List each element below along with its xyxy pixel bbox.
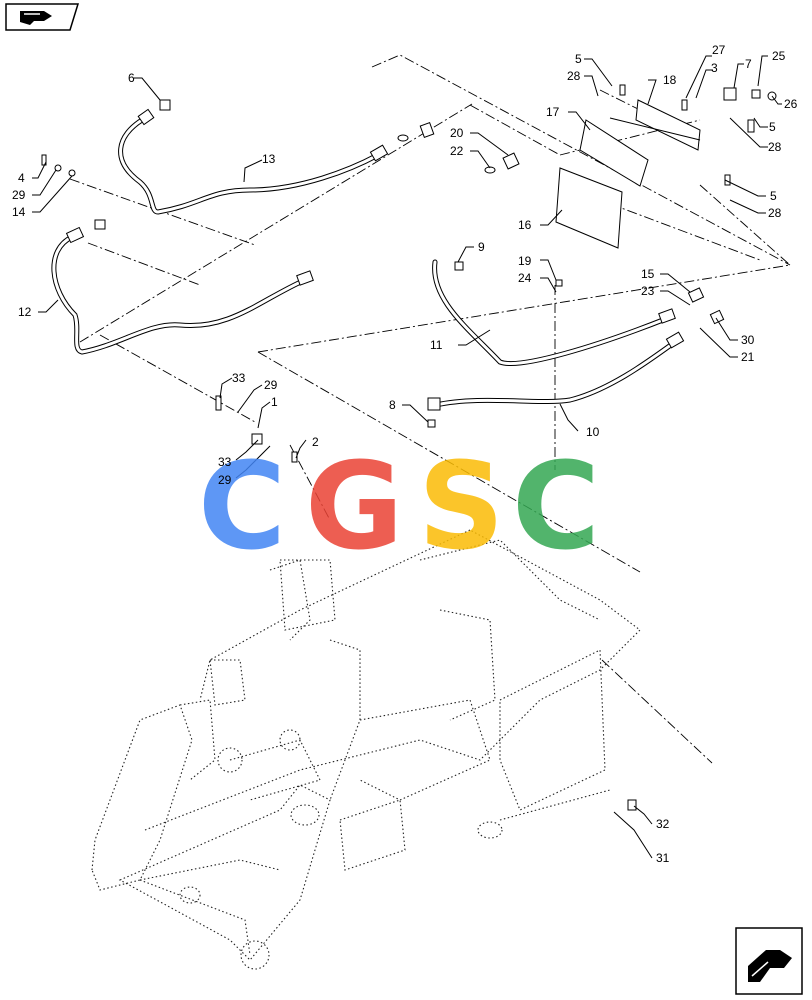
callout-20: 20 [450, 126, 464, 140]
callout-19: 19 [518, 254, 532, 268]
callout-9: 9 [478, 240, 485, 254]
callout-28: 28 [567, 69, 581, 83]
callout-17: 17 [546, 105, 560, 119]
callout-25: 25 [772, 49, 786, 63]
callout-32: 32 [656, 817, 670, 831]
callout-13: 13 [262, 152, 276, 166]
callout-4: 4 [18, 171, 25, 185]
callout-labels: 1 2 3 4 5 5 5 6 7 8 9 10 11 12 13 14 15 … [12, 43, 798, 865]
watermark-letter-c2: C [512, 438, 600, 577]
callout-2: 2 [312, 435, 319, 449]
callout-5: 5 [769, 120, 776, 134]
watermark-letter-g: G [305, 438, 404, 577]
watermark-letter-c1: C [198, 438, 286, 577]
callout-10: 10 [586, 425, 600, 439]
hose-11 [432, 259, 676, 366]
callout-31: 31 [656, 851, 670, 865]
callout-5: 5 [770, 189, 777, 203]
callout-18: 18 [663, 73, 677, 87]
callout-28: 28 [768, 206, 782, 220]
callout-29: 29 [264, 378, 278, 392]
callout-26: 26 [784, 97, 798, 111]
leader-lines [32, 55, 782, 859]
callout-3: 3 [711, 61, 718, 75]
hose-10 [427, 331, 685, 411]
callout-8: 8 [389, 398, 396, 412]
callout-14: 14 [12, 205, 26, 219]
callout-23: 23 [641, 284, 655, 298]
next-page-button[interactable] [735, 927, 803, 995]
hose-12 [51, 219, 314, 355]
callout-16: 16 [518, 218, 532, 232]
callout-29: 29 [12, 188, 26, 202]
plate-16 [555, 167, 623, 249]
callout-21: 21 [741, 350, 755, 364]
watermark-letter-s: S [418, 438, 504, 577]
fittings [41, 84, 777, 811]
hose-13 [118, 99, 389, 215]
callout-27: 27 [712, 43, 726, 57]
callout-7: 7 [745, 57, 752, 71]
callout-11: 11 [430, 338, 443, 352]
callout-33: 33 [218, 455, 232, 469]
hand-pointer-icon [20, 11, 52, 25]
callout-5: 5 [575, 52, 582, 66]
callout-1: 1 [271, 395, 278, 409]
callout-33: 33 [232, 371, 246, 385]
hand-pointer-icon [748, 950, 792, 982]
prev-page-button[interactable] [5, 3, 80, 31]
callout-28: 28 [768, 140, 782, 154]
callout-24: 24 [518, 271, 532, 285]
watermark: C G S C [198, 438, 600, 577]
mounting-plate-18 [609, 99, 701, 151]
callout-15: 15 [641, 267, 655, 281]
callout-29: 29 [218, 473, 232, 487]
bracket-17 [579, 119, 649, 187]
loader-frame [91, 529, 641, 970]
callout-12: 12 [18, 305, 32, 319]
callout-30: 30 [741, 333, 755, 347]
callout-22: 22 [450, 144, 464, 158]
callout-6: 6 [128, 71, 135, 85]
